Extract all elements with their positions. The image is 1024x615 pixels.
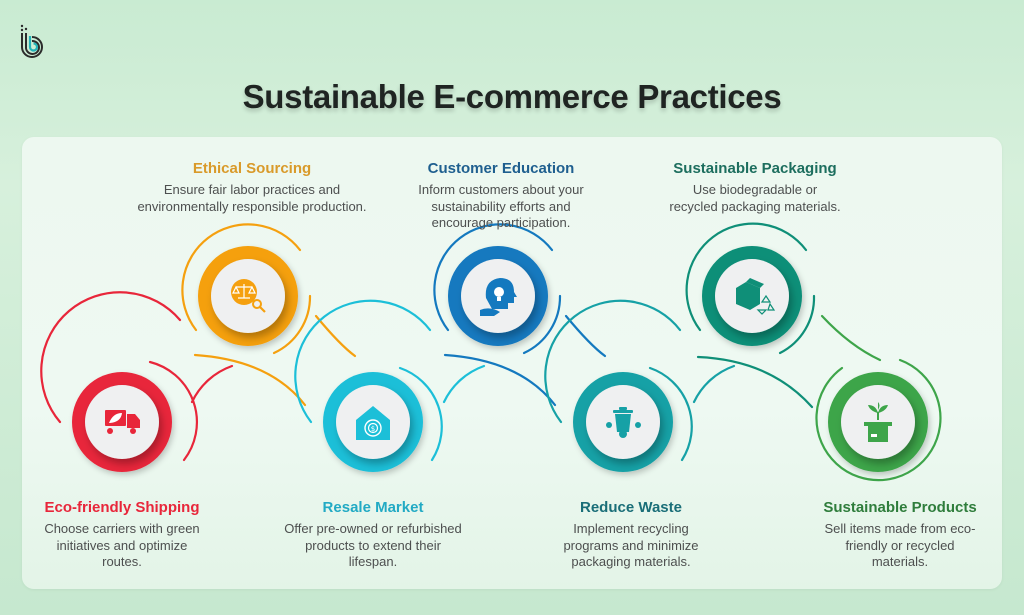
house-dollar-cycle-icon: $ [356, 406, 390, 440]
brand-logo [18, 22, 48, 58]
practice-sustainable-products: Sustainable Products Sell items made fro… [780, 498, 1020, 571]
node-eco-friendly-shipping [72, 372, 172, 472]
scales-magnifier-icon [231, 279, 266, 313]
practice-customer-education: Customer Education Inform customers abou… [381, 159, 621, 232]
node-resale-market: $ [323, 372, 423, 472]
node-ethical-sourcing [198, 246, 298, 346]
practice-eco-friendly-shipping: Eco-friendly Shipping Choose carriers wi… [0, 498, 252, 571]
practice-description: Inform customers about your sustainabili… [418, 182, 584, 230]
box-sprout-icon [864, 402, 892, 442]
practice-title: Resale Market [322, 499, 424, 516]
delivery-truck-leaf-icon [105, 410, 140, 434]
practice-title: Eco-friendly Shipping [44, 499, 200, 516]
practice-reduce-waste: Reduce Waste Implement recycling program… [511, 498, 751, 571]
practice-description: Implement recycling programs and minimiz… [563, 521, 699, 569]
brand-b-logo-icon [20, 24, 43, 58]
practice-title: Sustainable Products [823, 499, 977, 516]
practice-ethical-sourcing: Ethical Sourcing Ensure fair labor pract… [117, 159, 387, 215]
node-sustainable-packaging [702, 246, 802, 346]
page-title: Sustainable E-commerce Practices [242, 78, 782, 115]
node-sustainable-products [828, 372, 928, 472]
practice-description: Choose carriers with green initiatives a… [44, 521, 200, 569]
node-customer-education [448, 246, 548, 346]
practice-title: Ethical Sourcing [192, 160, 312, 177]
practices-card [22, 137, 1002, 589]
trash-bin-arrows-icon [606, 407, 641, 438]
practice-title: Reduce Waste [580, 499, 682, 516]
practice-description: Sell items made from eco- friendly or re… [824, 521, 976, 569]
practice-description: Offer pre-owned or refurbished products … [284, 521, 462, 569]
practice-description: Ensure fair labor practices and environm… [137, 182, 367, 214]
practice-title: Sustainable Packaging [673, 160, 837, 177]
practice-description: Use biodegradable or recycled packaging … [669, 182, 841, 214]
box-recycle-icon [736, 278, 776, 315]
node-reduce-waste [573, 372, 673, 472]
practice-sustainable-packaging: Sustainable Packaging Use biodegradable … [635, 159, 875, 215]
svg-text:$: $ [371, 425, 375, 433]
practice-resale-market: Resale Market Offer pre-owned or refurbi… [253, 498, 493, 571]
practice-title: Customer Education [427, 160, 575, 177]
connector-curves [40, 222, 942, 482]
head-lightbulb-hand-icon [480, 278, 517, 316]
